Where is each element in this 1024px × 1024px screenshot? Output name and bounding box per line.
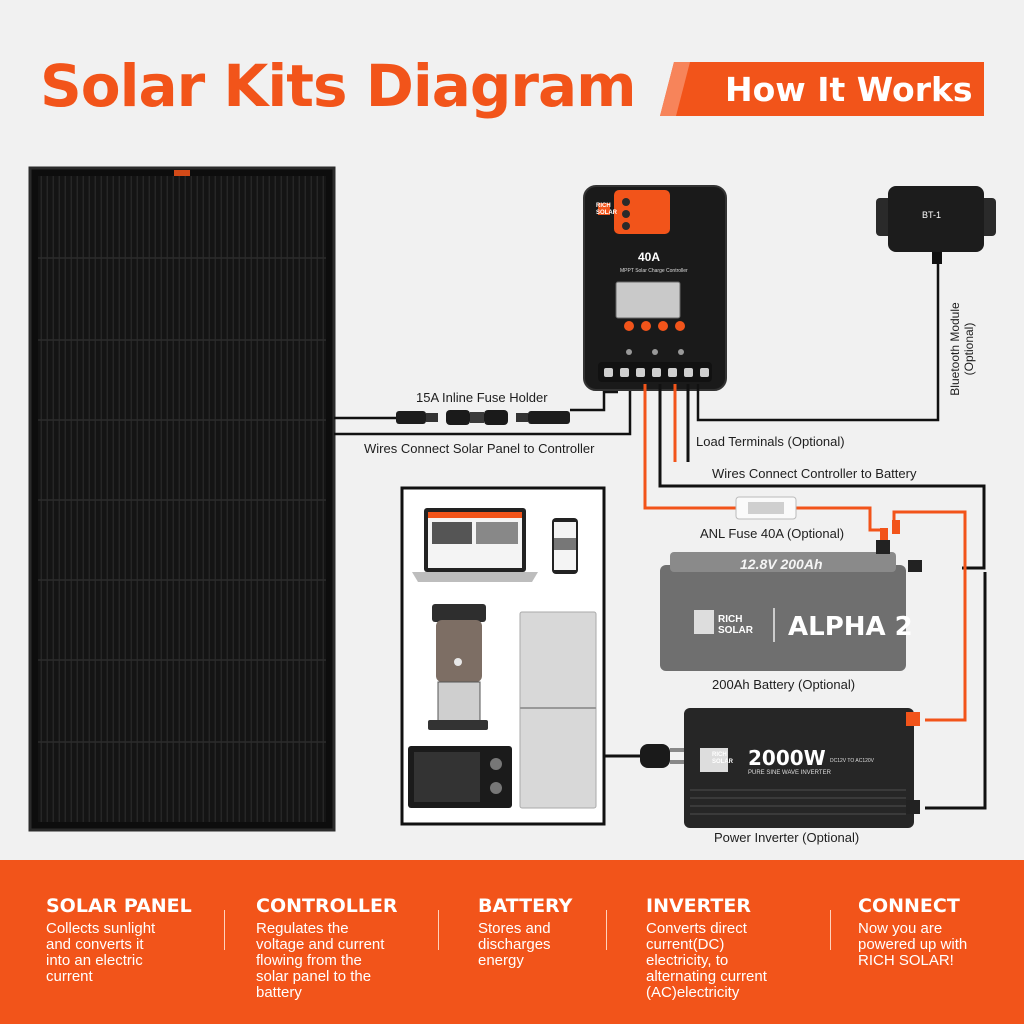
inverter-volt: DC12V TO AC120V bbox=[830, 758, 875, 764]
divider bbox=[438, 910, 439, 950]
divider bbox=[224, 910, 225, 950]
divider bbox=[606, 910, 607, 950]
label-wires-battery: Wires Connect Controller to Battery bbox=[712, 466, 917, 481]
feature-title: CONTROLLER bbox=[256, 895, 398, 917]
feature-title: SOLAR PANEL bbox=[46, 895, 192, 917]
battery-model: ALPHA 2 bbox=[788, 612, 913, 642]
feature-title: INVERTER bbox=[646, 895, 752, 917]
page-title: Solar Kits Diagram bbox=[40, 52, 637, 120]
charge-controller bbox=[583, 185, 727, 391]
label-load-terminals: Load Terminals (Optional) bbox=[696, 434, 845, 449]
how-it-works-banner bbox=[660, 62, 984, 116]
label-bluetooth: Bluetooth Module (Optional) bbox=[948, 294, 976, 404]
feature-title: BATTERY bbox=[478, 895, 573, 917]
label-bluetooth-name: Bluetooth Module bbox=[948, 302, 962, 396]
label-inverter: Power Inverter (Optional) bbox=[714, 830, 860, 845]
inverter-brand: RICH SOLAR bbox=[712, 752, 733, 765]
solar-panel bbox=[28, 166, 336, 832]
label-battery: 200Ah Battery (Optional) bbox=[712, 677, 856, 692]
battery-brand: RICH SOLAR bbox=[718, 614, 753, 636]
battery bbox=[660, 540, 922, 671]
coffee-maker bbox=[428, 604, 488, 730]
refrigerator bbox=[519, 611, 597, 809]
power-plug bbox=[640, 744, 684, 768]
phone bbox=[552, 518, 578, 574]
inline-fuse-holder bbox=[396, 410, 570, 425]
battery-spec: 12.8V 200Ah bbox=[740, 556, 823, 572]
controller-type: MPPT Solar Charge Controller bbox=[620, 268, 688, 274]
label-bluetooth-optional: (Optional) bbox=[962, 322, 976, 376]
wiring-diagram bbox=[28, 166, 996, 832]
how-it-works-label: How It Works bbox=[725, 70, 973, 109]
label-wires-panel: Wires Connect Solar Panel to Controller bbox=[364, 441, 595, 456]
divider bbox=[830, 910, 831, 950]
bt-model: BT-1 bbox=[922, 210, 942, 220]
anl-fuse bbox=[735, 496, 797, 520]
feature-title: CONNECT bbox=[858, 895, 960, 917]
inverter-watt: 2000W bbox=[748, 746, 826, 770]
bluetooth-module bbox=[876, 186, 996, 264]
label-anl-fuse: ANL Fuse 40A (Optional) bbox=[700, 526, 845, 541]
inverter-type: PURE SINE WAVE INVERTER bbox=[748, 770, 831, 776]
label-fuse-holder: 15A Inline Fuse Holder bbox=[416, 390, 548, 405]
laptop bbox=[412, 508, 538, 582]
controller-brand: RICH SOLAR bbox=[596, 203, 617, 216]
features-band bbox=[0, 860, 1024, 1024]
inverter bbox=[684, 708, 920, 828]
controller-amp: 40A bbox=[638, 250, 661, 264]
microwave bbox=[408, 746, 512, 808]
